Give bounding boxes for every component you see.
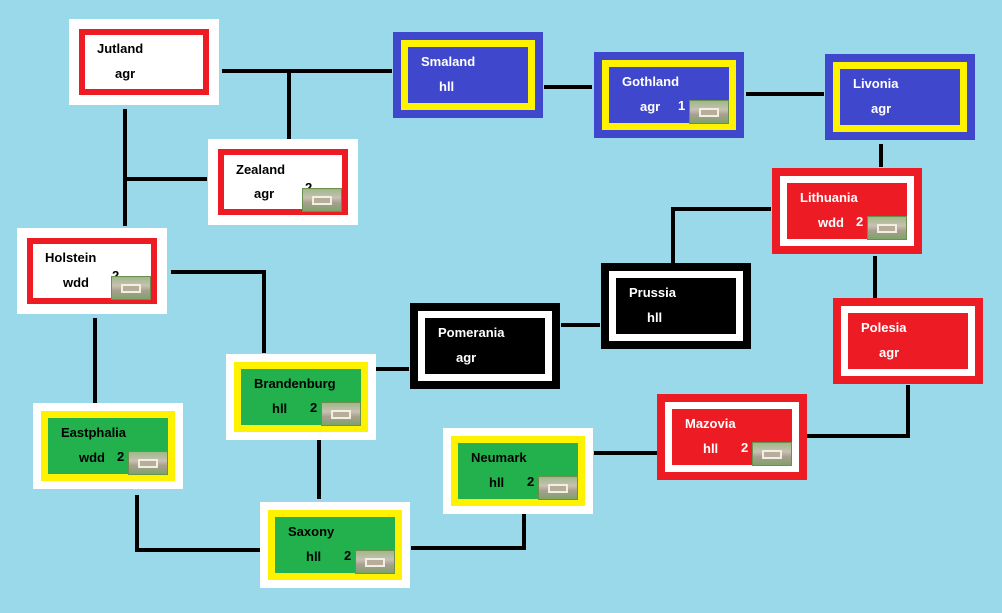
link-mazovia-polesia	[807, 385, 910, 438]
region-terrain: hll	[489, 475, 505, 490]
region-terrain: agr	[254, 186, 275, 201]
army-count: 2	[117, 449, 125, 464]
region-terrain: wdd	[63, 275, 89, 290]
region-name: Brandenburg	[254, 376, 336, 391]
region-terrain: agr	[871, 101, 892, 116]
region-name: Saxony	[288, 524, 335, 539]
castle-token-icon[interactable]	[111, 276, 151, 300]
region-terrain: hll	[703, 441, 719, 456]
link-eastphalia-saxony	[135, 495, 260, 552]
region-zealand[interactable]: Zealand agr 2	[208, 139, 358, 225]
region-name: Gothland	[622, 74, 680, 89]
castle-token-icon[interactable]	[689, 100, 729, 124]
army-count: 2	[856, 214, 864, 229]
army-count: 2	[305, 180, 312, 195]
region-prussia[interactable]: Prussia hll	[601, 263, 751, 349]
castle-token-icon[interactable]	[538, 476, 578, 500]
link-saxony-neumark	[411, 513, 526, 550]
link-lithuania-prussia	[671, 207, 771, 264]
region-lithuania[interactable]: Lithuania wdd 2	[772, 168, 922, 254]
army-count: 2	[741, 440, 749, 455]
region-polesia[interactable]: Polesia agr	[833, 298, 983, 384]
castle-token-icon[interactable]	[752, 442, 792, 466]
castle-token-icon[interactable]	[867, 216, 907, 240]
region-name: Mazovia	[685, 416, 736, 431]
region-name: Livonia	[853, 76, 899, 91]
region-name: Pomerania	[438, 325, 505, 340]
castle-token-icon[interactable]	[128, 451, 168, 475]
region-name: Neumark	[471, 450, 527, 465]
army-count: 2	[112, 268, 119, 283]
region-terrain: hll	[647, 310, 663, 325]
region-eastphalia[interactable]: Eastphalia wdd 2	[33, 403, 183, 489]
castle-token-icon[interactable]	[355, 550, 395, 574]
region-smaland[interactable]: Smaland hll	[393, 32, 543, 118]
army-count: 2	[527, 474, 535, 489]
region-name: Polesia	[861, 320, 907, 335]
region-terrain: agr	[456, 350, 477, 365]
region-terrain: agr	[640, 99, 661, 114]
region-terrain: wdd	[79, 450, 105, 465]
army-count: 2	[310, 400, 318, 415]
region-pomerania[interactable]: Pomerania agr	[410, 303, 560, 389]
army-count: 1	[678, 98, 686, 113]
link-holstein-brandenburg	[171, 270, 266, 353]
region-terrain: hll	[439, 79, 455, 94]
region-name: Zealand	[236, 162, 286, 177]
region-terrain: hll	[306, 549, 322, 564]
region-neumark[interactable]: Neumark hll 2	[443, 428, 593, 514]
region-jutland[interactable]: Jutland agr	[69, 19, 219, 105]
region-name: Eastphalia	[61, 425, 127, 440]
region-holstein[interactable]: Holstein wdd 2	[17, 228, 167, 314]
region-name: Prussia	[629, 285, 676, 300]
region-name: Smaland	[421, 54, 476, 69]
region-saxony[interactable]: Saxony hll 2	[260, 502, 410, 588]
castle-token-icon[interactable]	[302, 188, 342, 212]
castle-token-icon[interactable]	[321, 402, 361, 426]
region-mazovia[interactable]: Mazovia hll 2	[657, 394, 807, 480]
region-terrain: hll	[272, 401, 288, 416]
region-brandenburg[interactable]: Brandenburg hll 2	[226, 354, 376, 440]
region-name: Lithuania	[800, 190, 858, 205]
region-livonia[interactable]: Livonia agr	[825, 54, 975, 140]
region-terrain: wdd	[818, 215, 844, 230]
army-count: 2	[344, 548, 352, 563]
region-gothland[interactable]: Gothland agr 1	[594, 52, 744, 138]
region-terrain: agr	[879, 345, 900, 360]
region-name: Holstein	[45, 250, 97, 265]
region-name: Jutland	[97, 41, 144, 56]
region-terrain: agr	[115, 66, 136, 81]
